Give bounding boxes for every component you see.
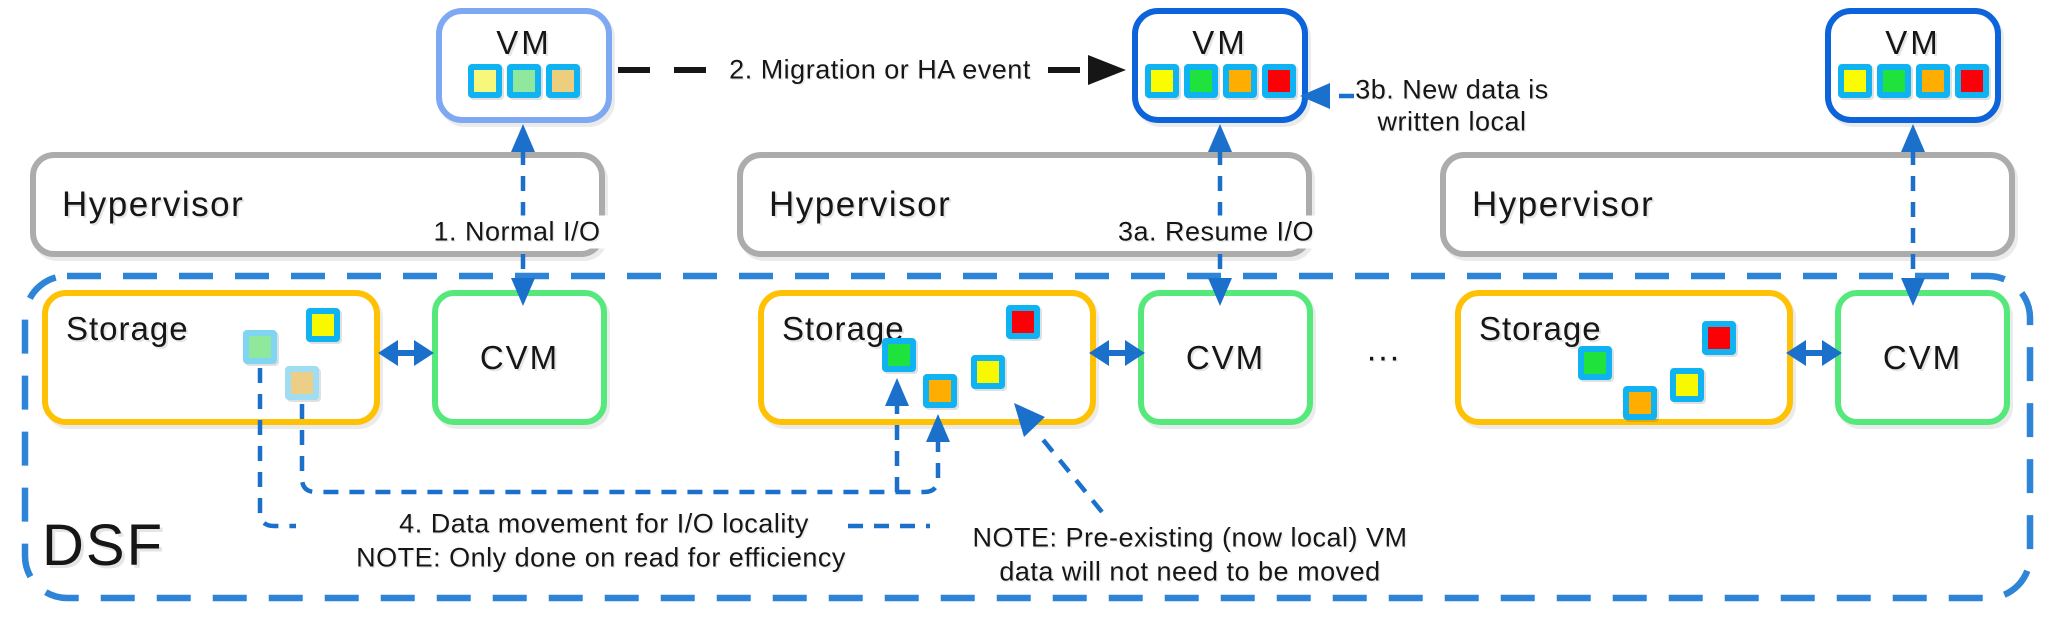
migration-label: 2. Migration or HA event <box>729 54 1031 85</box>
storage-cvm-arrow-3 <box>1786 340 1842 366</box>
hypervisor-label: Hypervisor <box>62 184 245 224</box>
normal-io-label: 1. Normal I/O <box>425 215 609 249</box>
data-movement-label-line1: 4. Data movement for I/O locality <box>399 508 809 539</box>
cvm-label: CVM <box>1185 338 1266 376</box>
resume-io-label: 3a. Resume I/O <box>1109 215 1323 249</box>
storage-label: Storage <box>66 310 189 347</box>
data-block <box>1837 64 1872 98</box>
hypervisor-box-3: Hypervisor <box>1440 152 2015 257</box>
vm-label: VM <box>1192 24 1248 61</box>
cvm-box-1: CVM <box>432 290 607 425</box>
vm-data-blocks <box>1144 64 1296 98</box>
vm-label: VM <box>1885 24 1941 61</box>
vm-box-1: VM <box>436 8 612 123</box>
cvm-label: CVM <box>479 338 560 376</box>
data-block <box>546 64 580 98</box>
storage-cvm-arrow-2 <box>1089 340 1145 366</box>
data-block <box>1954 64 1989 98</box>
cvm-box-2: CVM <box>1138 290 1313 425</box>
storage-cvm-arrow-1 <box>378 340 434 366</box>
data-block <box>1144 64 1179 98</box>
cvm-label: CVM <box>1882 338 1963 376</box>
vm-data-blocks <box>468 64 580 98</box>
dsf-label: DSF <box>42 513 164 578</box>
vm-box-2: VM <box>1132 8 1308 123</box>
cvm-box-3: CVM <box>1835 290 2010 425</box>
data-block <box>1261 64 1296 98</box>
preexisting-note-line1: NOTE: Pre-existing (now local) VM <box>972 522 1408 553</box>
new-data-label-line1: 3b. New data is <box>1355 74 1549 105</box>
data-block <box>1876 64 1911 98</box>
preexisting-note-line2: data will not need to be moved <box>999 556 1381 587</box>
storage-label: Storage <box>782 310 905 347</box>
data-block <box>1915 64 1950 98</box>
data-block <box>1183 64 1218 98</box>
data-block <box>507 64 541 98</box>
vm-box-3: VM <box>1825 8 2001 123</box>
storage-label: Storage <box>1479 310 1602 347</box>
hypervisor-label: Hypervisor <box>1472 184 1655 224</box>
vm-label: VM <box>496 24 552 61</box>
storage-box-3: Storage <box>1455 290 1793 425</box>
hypervisor-box-1: Hypervisor <box>30 152 605 257</box>
data-block <box>1222 64 1257 98</box>
storage-box-1: Storage <box>42 290 380 425</box>
data-block <box>468 64 502 98</box>
new-data-label-line2: written local <box>1377 106 1527 137</box>
data-movement-label-line2: NOTE: Only done on read for efficiency <box>356 542 846 573</box>
ellipsis-label: ... <box>1366 330 1402 369</box>
storage-box-2: Storage <box>758 290 1096 425</box>
new-data-arrow <box>1300 83 1354 109</box>
hypervisor-label: Hypervisor <box>769 184 952 224</box>
vm-data-blocks <box>1837 64 1989 98</box>
